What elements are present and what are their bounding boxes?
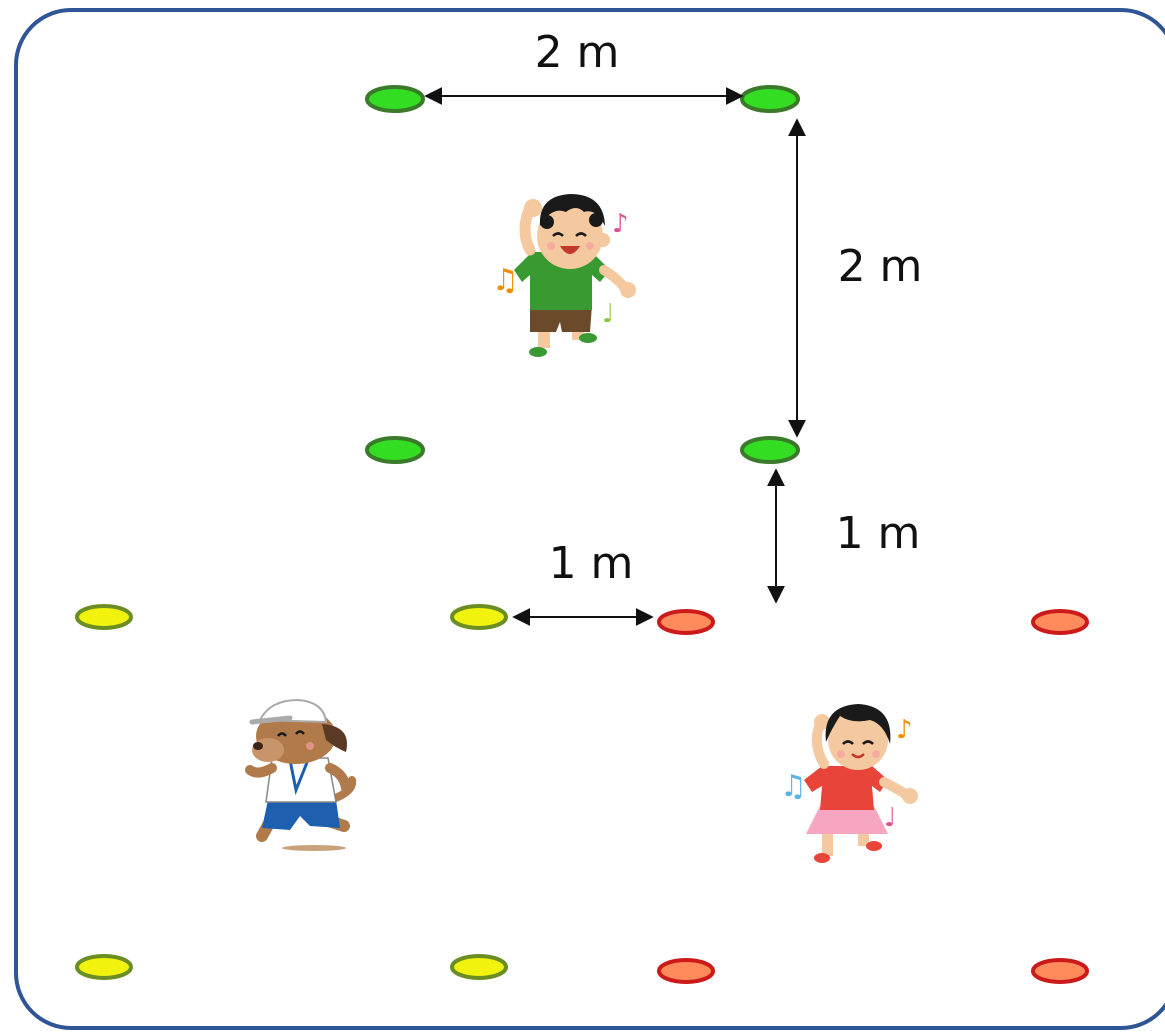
music-note-icon: ♪ xyxy=(612,209,629,239)
green-cone xyxy=(740,85,800,113)
yellow-cone xyxy=(75,604,133,630)
red-cone xyxy=(657,609,715,635)
red-cone-group xyxy=(657,609,1089,984)
field-border xyxy=(14,8,1165,1030)
yellow-cone xyxy=(450,604,508,630)
red-cone xyxy=(657,958,715,984)
green-cone-group xyxy=(365,85,800,464)
music-note-icon: ♫ xyxy=(780,769,807,804)
yellow-cone xyxy=(75,954,133,980)
red-cone xyxy=(1031,609,1089,635)
music-note-icon: ♩ xyxy=(884,803,896,833)
label-top-width: 2 m xyxy=(535,27,620,78)
music-note-icon: ♪ xyxy=(896,715,913,745)
girl-dancing-illustration: ♫ ♪ ♩ xyxy=(780,704,918,863)
music-note-icon: ♩ xyxy=(602,299,614,329)
green-cone xyxy=(365,436,425,464)
boy-dancing-illustration: ♫ ♪ ♩ xyxy=(492,194,636,357)
label-gap-horizontal: 1 m xyxy=(549,538,634,589)
yellow-cone xyxy=(450,954,508,980)
green-cone xyxy=(740,436,800,464)
dog-running-illustration xyxy=(245,698,357,851)
yellow-cone-group xyxy=(75,604,508,980)
label-gap-vertical: 1 m xyxy=(836,508,921,559)
label-right-height: 2 m xyxy=(838,241,923,292)
green-cone xyxy=(365,85,425,113)
red-cone xyxy=(1031,958,1089,984)
music-note-icon: ♫ xyxy=(492,263,519,298)
